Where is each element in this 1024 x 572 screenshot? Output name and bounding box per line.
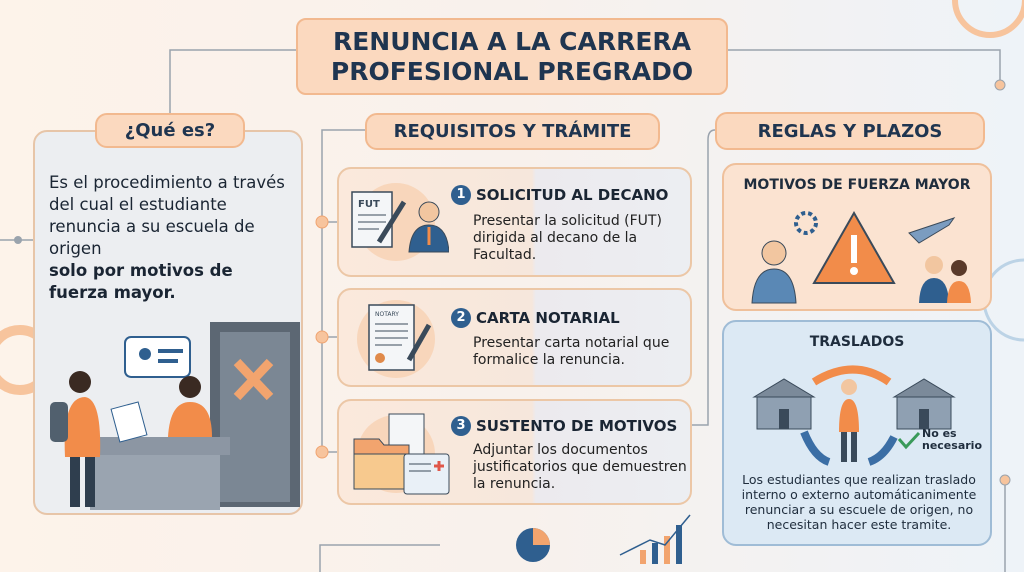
no-necesario-label: No es necesario xyxy=(922,427,982,452)
notary-letter-icon: NOTARY xyxy=(368,304,432,371)
step-title-text: SUSTENTO DE MOTIVOS xyxy=(476,417,678,435)
traslados-text: Los estudiantes que realizan traslado in… xyxy=(741,472,977,532)
step-3-title: 3 SUSTENTO DE MOTIVOS xyxy=(451,416,677,436)
step-2-title: 2 CARTA NOTARIAL xyxy=(451,308,620,328)
force-majeure-icons xyxy=(751,210,971,304)
step-1-desc: Presentar la solicitud (FUT) dirigida al… xyxy=(473,213,662,263)
title-line-2: PROFESIONAL PREGRADO xyxy=(330,56,694,86)
motivos-card: MOTIVOS DE FUERZA MAYOR xyxy=(722,163,992,311)
que-es-text: Es el procedimiento a través del cual el… xyxy=(49,172,294,304)
step-3-desc: Adjuntar los documentos justificatorios … xyxy=(473,442,687,492)
documents-folder-icon xyxy=(353,413,450,495)
step-title-text: SOLICITUD AL DECANO xyxy=(476,186,669,204)
arrow-icon xyxy=(811,365,892,386)
step-card-1: FUT 1 SOLICITUD AL DECANO Presentar la so… xyxy=(337,167,692,277)
requisitos-header: REQUISITOS Y TRÁMITE xyxy=(365,113,660,150)
step-number-badge: 3 xyxy=(451,416,471,436)
que-es-header: ¿Qué es? xyxy=(95,113,245,148)
fut-form-and-dean-icon: FUT xyxy=(351,191,449,253)
step-1-title: 1 SOLICITUD AL DECANO xyxy=(451,185,668,205)
university-icon-left xyxy=(752,378,816,430)
notary-label: NOTARY xyxy=(375,311,399,318)
airplane-icon xyxy=(908,217,956,244)
university-icon-right xyxy=(892,378,956,430)
step-number-badge: 1 xyxy=(451,185,471,205)
step-card-2: NOTARY 2 CARTA NOTARIAL Presentar carta n… xyxy=(337,288,692,387)
motivos-title: MOTIVOS DE FUERZA MAYOR xyxy=(743,177,971,193)
virus-icon xyxy=(794,211,818,235)
student-at-desk-illustration xyxy=(50,322,300,510)
que-es-panel: Es el procedimiento a través del cual el… xyxy=(33,130,303,515)
step-number-badge: 2 xyxy=(451,308,471,328)
traslados-card: TRASLADOS No es necesario Los estudiante… xyxy=(722,320,992,546)
fut-label: FUT xyxy=(358,199,380,210)
reglas-header: REGLAS Y PLAZOS xyxy=(715,112,985,150)
que-es-body: Es el procedimiento a través del cual el… xyxy=(49,173,285,258)
page-title: RENUNCIA A LA CARRERA PROFESIONAL PREGRA… xyxy=(296,18,728,95)
step-title-text: CARTA NOTARIAL xyxy=(476,309,620,327)
transfer-illustration xyxy=(752,365,956,466)
step-2-desc: Presentar carta notarial que formalice l… xyxy=(473,335,670,368)
que-es-bold: solo por motivos de fuerza mayor. xyxy=(49,261,233,302)
traslados-title: TRASLADOS xyxy=(809,334,905,350)
step-card-3: 3 SUSTENTO DE MOTIVOS Adjuntar los docume… xyxy=(337,399,692,505)
check-icon xyxy=(897,431,921,450)
title-line-1: RENUNCIA A LA CARRERA xyxy=(332,26,692,56)
